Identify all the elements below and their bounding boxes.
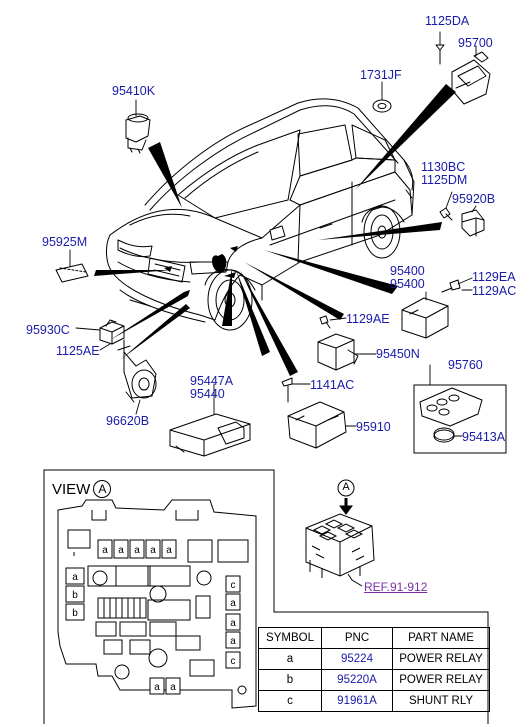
part-95440	[169, 413, 251, 457]
callout-1129ac: 1129AC	[472, 284, 517, 298]
relay-block-detail	[305, 479, 375, 587]
legend-part-name: SHUNT RLY	[392, 690, 490, 712]
callout-95410k: 95410K	[112, 84, 156, 98]
callout-95440: 95440	[190, 387, 225, 401]
callout-96620b: 96620B	[106, 414, 150, 428]
view-marker-circle: A	[93, 480, 112, 498]
part-95700	[435, 44, 491, 105]
relay-c-1: c	[231, 580, 236, 591]
callout-1130bc: 1130BC	[421, 160, 466, 174]
relay-a-1: a	[102, 545, 108, 556]
relay-a-8: a	[230, 618, 236, 629]
legend-row: a 95224 POWER RELAY	[258, 648, 490, 670]
legend-row: b 95220A POWER RELAY	[258, 669, 490, 691]
callout-95700: 95700	[458, 36, 493, 50]
callout-95910: 95910	[356, 420, 391, 434]
callout-1125dm: 1125DM	[421, 173, 468, 187]
callout-1129ea: 1129EA	[472, 270, 516, 284]
legend-header-part-name: PART NAME	[392, 627, 490, 649]
fuse-relay-cells	[65, 539, 241, 695]
part-95450n	[317, 315, 359, 371]
part-95400	[401, 297, 449, 339]
fuse-relay-letters: a a a a a a b b c a a a c a a	[72, 545, 236, 693]
relay-a-10: a	[154, 682, 160, 693]
legend-table: SYMBOL PNC PART NAME a 95224 POWER RELAY…	[258, 627, 490, 712]
callout-95760: 95760	[448, 358, 483, 372]
legend-pnc[interactable]: 91961A	[321, 690, 393, 712]
part-95930c	[99, 319, 125, 345]
part-95925m	[55, 263, 89, 283]
callout-95400-b: 95400	[390, 277, 425, 291]
legend-header-symbol: SYMBOL	[258, 627, 322, 649]
relay-a-6: a	[72, 572, 78, 583]
fuse-box	[57, 499, 257, 709]
location-pointers	[94, 84, 456, 376]
callout-95925m: 95925M	[42, 235, 88, 249]
relay-a-9: a	[230, 636, 236, 647]
legend-header-row: SYMBOL PNC PART NAME	[258, 627, 490, 649]
callout-1141ac: 1141AC	[310, 378, 355, 392]
relay-a-2: a	[118, 545, 124, 556]
relay-a-3: a	[134, 545, 140, 556]
part-95920b	[439, 207, 485, 237]
callout-95413a: 95413A	[462, 430, 506, 444]
part-95760	[413, 384, 507, 454]
reference-link[interactable]: REF.91-912	[364, 580, 428, 594]
legend-symbol: a	[258, 648, 322, 670]
legend-symbol: c	[258, 690, 322, 712]
callout-95447a: 95447A	[190, 374, 234, 388]
callout-1125da: 1125DA	[425, 14, 470, 28]
legend-header-pnc: PNC	[321, 627, 393, 649]
legend-pnc[interactable]: 95224	[321, 648, 393, 670]
callout-95920b: 95920B	[452, 192, 496, 206]
legend-symbol: b	[258, 669, 322, 691]
legend-pnc[interactable]: 95220A	[321, 669, 393, 691]
legend-part-name: POWER RELAY	[392, 648, 490, 670]
part-1731jf	[372, 99, 392, 113]
legend-part-name: POWER RELAY	[392, 669, 490, 691]
relay-a-5: a	[166, 545, 172, 556]
relay-a-7: a	[230, 598, 236, 609]
callout-95450n: 95450N	[376, 347, 420, 361]
detail-marker-a: A	[342, 481, 350, 493]
callout-95930c: 95930C	[26, 323, 70, 337]
callout-1731jf: 1731JF	[360, 68, 402, 82]
leader-lines	[69, 31, 477, 437]
relay-a-4: a	[150, 545, 156, 556]
callout-95400-a: 95400	[390, 264, 425, 278]
relay-b-2: b	[72, 608, 78, 619]
part-1129ea	[441, 279, 461, 293]
callout-1129ae: 1129AE	[346, 312, 390, 326]
view-label-text: VIEW	[52, 481, 91, 498]
part-96620b	[117, 339, 157, 403]
legend-row: c 91961A SHUNT RLY	[258, 690, 490, 712]
relay-b-1: b	[72, 590, 78, 601]
part-95910	[281, 377, 347, 449]
relay-c-2: c	[231, 656, 236, 667]
relay-a-11: a	[170, 682, 176, 693]
part-95410k	[125, 113, 151, 154]
vehicle-illustration	[106, 98, 415, 331]
callout-1125ae: 1125AE	[56, 344, 100, 358]
